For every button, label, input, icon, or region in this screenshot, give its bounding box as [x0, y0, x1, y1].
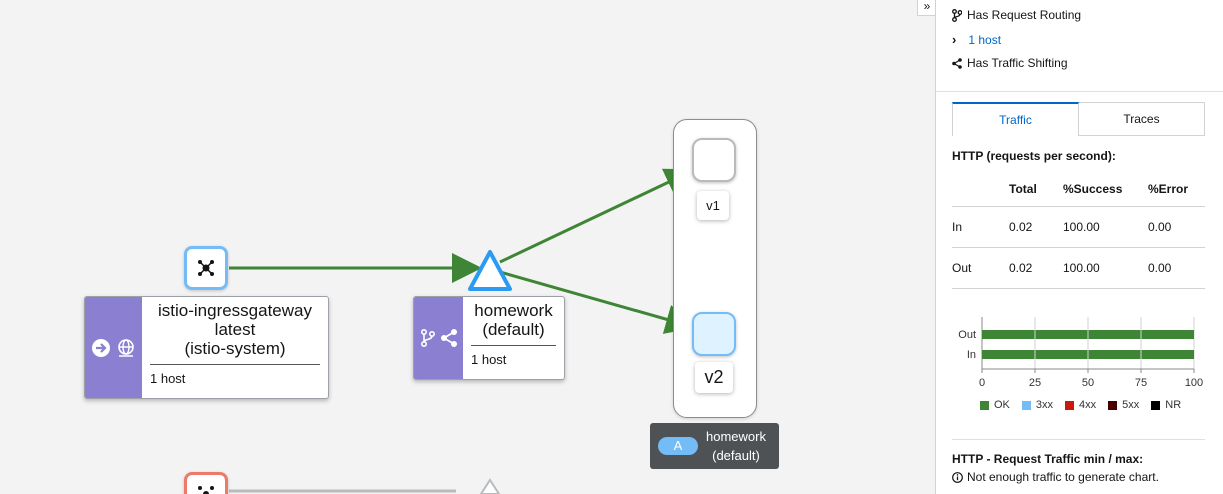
table-cell: 0.00 [1148, 247, 1205, 289]
table-cell: 100.00 [1063, 247, 1148, 289]
legend-item: 5xx [1108, 399, 1139, 411]
chart-xtick-label: 50 [1082, 377, 1094, 389]
share-icon [440, 329, 457, 347]
app-tag-name: homework [706, 429, 766, 444]
legend-item: NR [1151, 399, 1181, 411]
service-node-label[interactable]: homework (default) 1 host [413, 296, 565, 380]
traffic-shifting-label: Has Traffic Shifting [967, 56, 1068, 70]
table-header: %Error [1148, 172, 1205, 207]
table-cell: Out [952, 247, 1009, 289]
info-circle-icon [952, 471, 963, 483]
globe-network-icon [117, 338, 134, 357]
workload-node-partial[interactable] [184, 472, 228, 494]
branch-icon [420, 328, 435, 348]
app-tag-text: homework (default) [706, 427, 766, 465]
gateway-workload-node[interactable] [184, 246, 228, 290]
edge-homework-to-v2 [499, 270, 696, 334]
gateway-version: latest [214, 320, 256, 339]
table-header-row: Total %Success %Error [952, 172, 1205, 207]
min-max-title: HTTP - Request Traffic min / max: [952, 452, 1144, 466]
app-box-tag[interactable]: A homework (default) [650, 423, 779, 469]
share-icon [952, 57, 962, 69]
service-node-icons [414, 297, 463, 379]
panel-tabs: Traffic Traces [952, 102, 1205, 136]
chart-xtick-label: 75 [1135, 377, 1147, 389]
collapse-panel-button[interactable]: » [917, 0, 937, 16]
hosts-row[interactable]: › 1 host [952, 32, 1001, 47]
chart-category-label: Out [958, 329, 976, 341]
table-header: %Success [1063, 172, 1148, 207]
min-max-note: Not enough traffic to generate chart. [967, 470, 1159, 484]
gateway-node-text: istio-ingressgateway latest (istio-syste… [142, 297, 328, 398]
gateway-node-label[interactable]: istio-ingressgateway latest (istio-syste… [84, 296, 329, 399]
gateway-node-icons [85, 297, 142, 398]
service-namespace: (default) [482, 320, 545, 339]
divider [150, 364, 320, 365]
table-header: Total [1009, 172, 1063, 207]
chart-category-label: In [967, 349, 976, 361]
hosts-link[interactable]: 1 host [968, 32, 1002, 47]
gateway-hosts: 1 host [150, 371, 186, 386]
service-triangle-partial-icon [479, 478, 501, 494]
legend-item: 4xx [1065, 399, 1096, 411]
table-header [952, 172, 1009, 207]
branch-icon [952, 8, 962, 22]
side-panel: Has Request Routing › 1 host Has Traffic… [935, 0, 1223, 494]
table-cell: In [952, 206, 1009, 248]
table-cell: 100.00 [1063, 206, 1148, 248]
edge-homework-to-v1 [499, 168, 696, 264]
chevron-right-icon[interactable]: › [952, 32, 957, 47]
table-row: In 0.02 100.00 0.00 [952, 206, 1205, 248]
min-max-note-row: Not enough traffic to generate chart. [952, 470, 1159, 484]
traffic-shifting-row: Has Traffic Shifting [952, 56, 1068, 70]
table-cell: 0.02 [1009, 206, 1063, 248]
gateway-name: istio-ingressgateway [157, 301, 312, 320]
graph-edges [229, 168, 696, 494]
legend-label: 3xx [1035, 399, 1054, 411]
table-cell: 0.02 [1009, 247, 1063, 289]
legend-item: OK [980, 399, 1010, 411]
version-label-v1: v1 [697, 191, 729, 220]
app-badge: A [658, 437, 698, 455]
chart-legend: OK 3xx 4xx 5xx NR [980, 399, 1181, 411]
legend-label: NR [1165, 399, 1182, 411]
service-triangle-icon [468, 250, 512, 291]
legend-swatch [1151, 400, 1161, 410]
app-tag-namespace: (default) [712, 448, 760, 463]
version-node-v2[interactable] [692, 312, 736, 356]
gateway-namespace: (istio-system) [184, 339, 286, 358]
chart-xtick-label: 100 [1185, 377, 1203, 389]
request-routing-row: Has Request Routing [952, 8, 1081, 22]
tab-traces[interactable]: Traces [1079, 102, 1205, 136]
http-rps-title: HTTP (requests per second): [952, 149, 1116, 163]
tab-traffic[interactable]: Traffic [952, 102, 1079, 136]
legend-swatch [1065, 400, 1075, 410]
workload-icon [198, 260, 214, 276]
divider [936, 91, 1223, 92]
legend-swatch [1021, 400, 1031, 410]
chart-xtick-label: 0 [979, 377, 985, 389]
legend-label: 4xx [1079, 399, 1097, 411]
table-cell: 0.00 [1148, 206, 1205, 248]
service-node-text: homework (default) 1 host [463, 297, 564, 379]
version-label-v2: v2 [695, 362, 733, 393]
divider [471, 345, 556, 346]
chart-xtick-label: 25 [1029, 377, 1041, 389]
legend-swatch [1108, 400, 1118, 410]
legend-label: 5xx [1122, 399, 1140, 411]
workload-icon [198, 486, 214, 494]
arrow-right-circle-icon [91, 338, 110, 357]
request-routing-label: Has Request Routing [967, 8, 1082, 22]
version-node-v1[interactable] [692, 138, 736, 182]
table-row: Out 0.02 100.00 0.00 [952, 247, 1205, 289]
service-hosts: 1 host [471, 352, 507, 367]
legend-swatch [980, 400, 989, 410]
traffic-table: Total %Success %Error In 0.02 100.00 0.0… [952, 172, 1205, 289]
legend-label: OK [994, 399, 1010, 411]
service-name: homework [474, 301, 553, 320]
graph-canvas[interactable]: istio-ingressgateway latest (istio-syste… [0, 0, 935, 494]
legend-item: 3xx [1021, 399, 1054, 411]
divider [952, 439, 1205, 440]
